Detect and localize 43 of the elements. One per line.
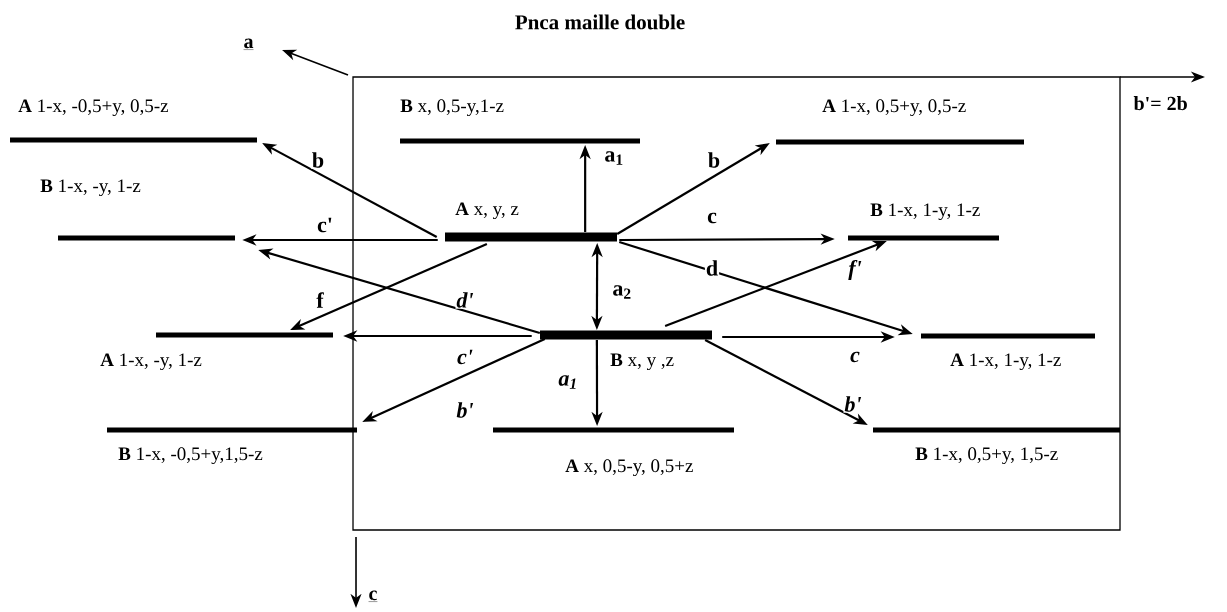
axis-label: a bbox=[243, 38, 254, 50]
edge-label: b bbox=[706, 151, 722, 169]
molecule-bar: A x, y, z bbox=[445, 202, 617, 242]
node-label: A 1-x, 1-y, 1-z bbox=[950, 353, 1061, 371]
node-label: A 1-x, 0,5+y, 0,5-z bbox=[822, 99, 966, 117]
node-label: A x, y, z bbox=[455, 202, 519, 220]
node-label: B 1-x, -y, 1-z bbox=[40, 179, 141, 197]
edge-label: b bbox=[310, 151, 326, 169]
edge-label: b' bbox=[843, 395, 863, 413]
node-label: A x, 0,5-y, 0,5+z bbox=[565, 459, 693, 477]
molecule-bar: B 1-x, -y, 1-z bbox=[40, 179, 235, 241]
axis-label: c bbox=[368, 590, 378, 602]
node-label: B 1-x, 1-y, 1-z bbox=[870, 203, 980, 221]
edge-label: c bbox=[706, 211, 718, 225]
molecule-bar: A 1-x, -0,5+y, 0,5-z bbox=[10, 99, 257, 143]
axis-label: b'= 2b bbox=[1133, 96, 1187, 111]
title: Pnca maille double bbox=[515, 14, 685, 30]
molecule-bar: B x, y ,z bbox=[540, 330, 712, 371]
molecule-bar: B 1-x, 1-y, 1-z bbox=[848, 203, 999, 241]
edge-label: f' bbox=[847, 258, 863, 282]
edge-label: d' bbox=[455, 291, 475, 309]
edge-label: b' bbox=[455, 401, 475, 419]
molecule-bar: B 1-x, -0,5+y,1,5-z bbox=[107, 427, 357, 465]
molecule-bar: B x, 0,5-y,1-z bbox=[400, 99, 640, 144]
edge-label: a$_{2}$ bbox=[611, 284, 633, 300]
molecule-bar: A 1-x, 1-y, 1-z bbox=[921, 333, 1095, 371]
molecule-bar: A 1-x, -y, 1-z bbox=[100, 332, 333, 371]
molecule-bar: B 1-x, 0,5+y, 1,5-z bbox=[873, 427, 1120, 465]
edge-label: a$_{1}$ bbox=[557, 374, 579, 390]
edge-label: a$_{1}$ bbox=[603, 150, 625, 166]
node-label: B x, y ,z bbox=[610, 353, 674, 371]
node-label: A 1-x, -y, 1-z bbox=[100, 353, 202, 371]
molecule-bar: A x, 0,5-y, 0,5+z bbox=[493, 427, 734, 477]
molecule-bar: A 1-x, 0,5+y, 0,5-z bbox=[776, 99, 1024, 145]
edge-label: c bbox=[849, 350, 861, 364]
edge-label: c' bbox=[316, 216, 334, 234]
node-label: B 1-x, 0,5+y, 1,5-z bbox=[915, 447, 1058, 465]
edge-label: c' bbox=[456, 348, 474, 366]
node-label: B x, 0,5-y,1-z bbox=[400, 99, 504, 117]
edge-label: f bbox=[315, 291, 325, 309]
edge-label: d bbox=[704, 259, 720, 277]
node-label: A 1-x, -0,5+y, 0,5-z bbox=[18, 99, 169, 117]
node-label: B 1-x, -0,5+y,1,5-z bbox=[118, 447, 263, 465]
